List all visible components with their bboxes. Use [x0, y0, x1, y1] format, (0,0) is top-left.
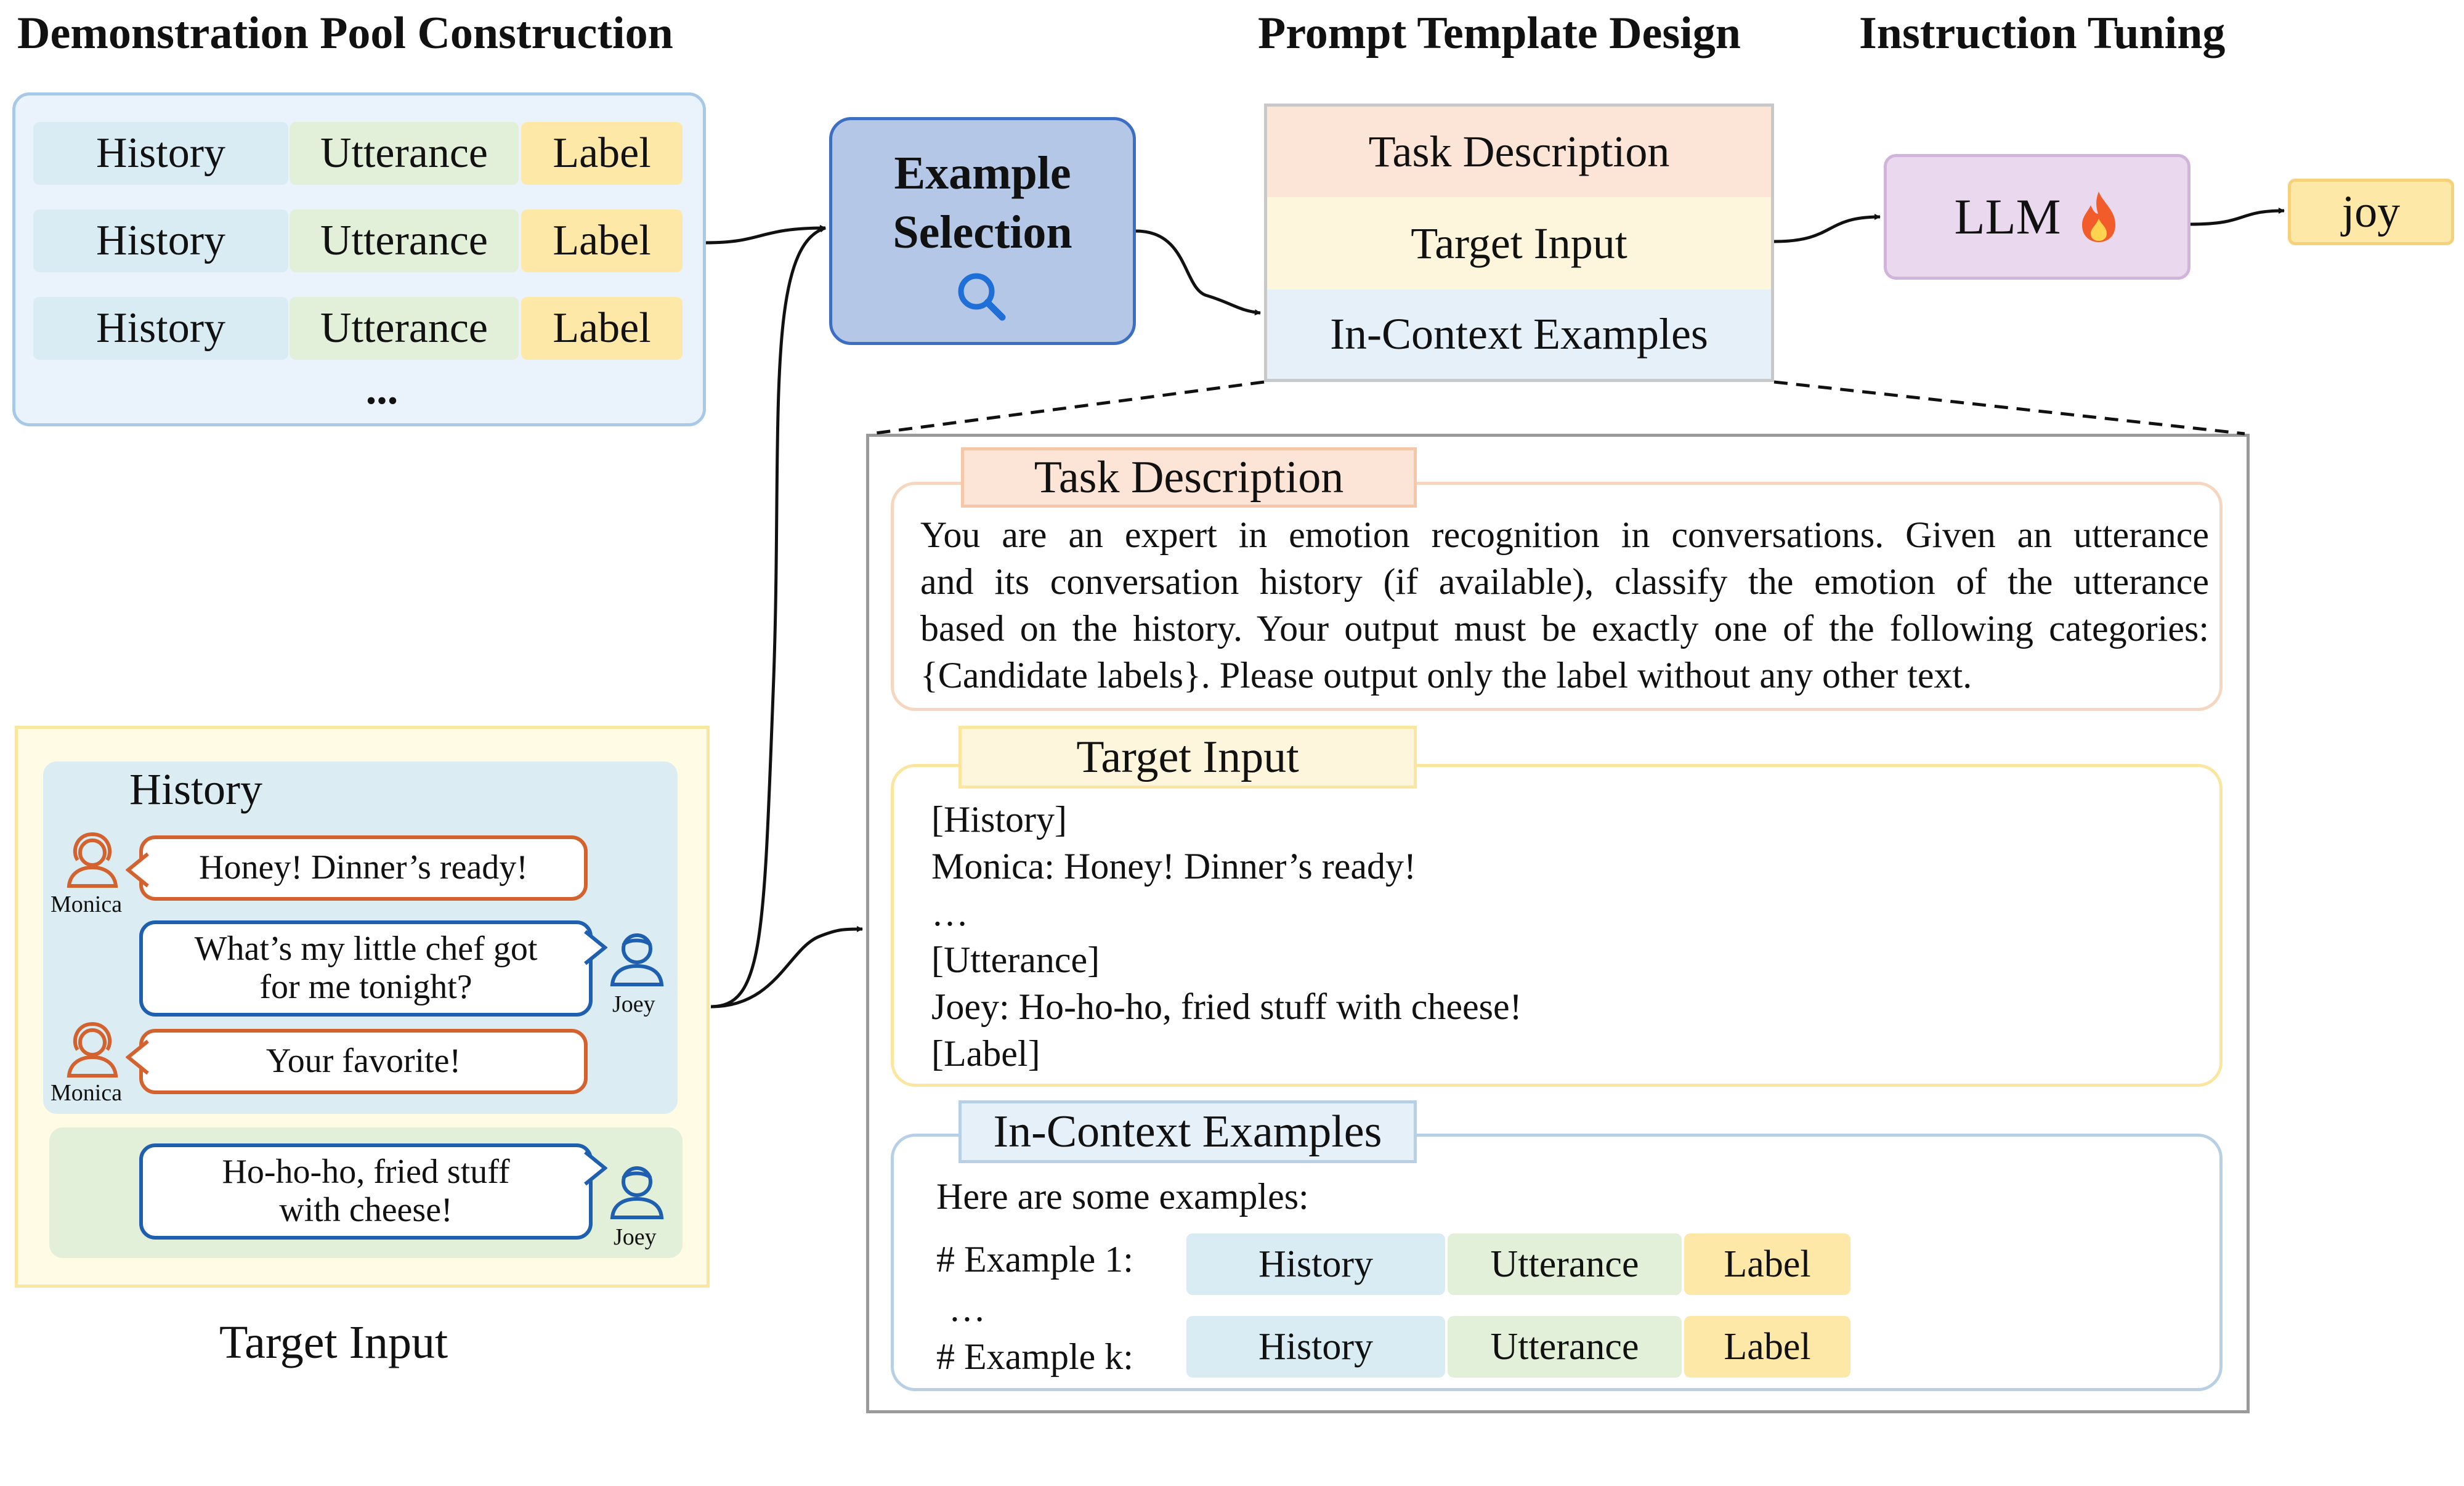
- task-description-line-1: You are an expert in emotion recognition…: [920, 514, 2209, 555]
- in-context-tab: In-Context Examples: [958, 1100, 1417, 1163]
- monica-avatar-icon: [67, 832, 118, 888]
- task-description-line-2: and its conversation history (if availab…: [920, 561, 2209, 602]
- target-input-line-4: [Utterance]: [931, 940, 1100, 980]
- arrow-target-to-selection: [710, 226, 826, 1009]
- message-2-text-line1: What’s my little chef got: [194, 930, 538, 968]
- prompt-detail-panel: [866, 434, 2250, 1413]
- message-2-bubble-tail: [584, 930, 607, 965]
- message-3-text: Your favorite!: [265, 1042, 461, 1081]
- example-k-name: # Example k:: [936, 1336, 1133, 1377]
- in-context-ellipsis: …: [949, 1288, 986, 1329]
- target-input-tab: Target Input: [958, 726, 1417, 789]
- prompt-task-description: Task Description: [1267, 107, 1771, 197]
- task-description-text: You are an expert in emotion recognition…: [920, 511, 2209, 699]
- history-area-title: History: [129, 765, 262, 814]
- joey-avatar-icon-2: [610, 1166, 664, 1219]
- target-input-text: [History] Monica: Honey! Dinner’s ready!…: [931, 796, 1522, 1077]
- task-description-section: [891, 482, 2223, 711]
- message-1-text: Honey! Dinner’s ready!: [199, 848, 528, 887]
- header-instruction-tuning: Instruction Tuning: [1859, 8, 2226, 59]
- header-demo-pool: Demonstration Pool Construction: [17, 8, 673, 59]
- target-input-line-3: …: [931, 893, 968, 933]
- example-1-utterance: Utterance: [1448, 1233, 1682, 1295]
- example-selection-line1: Example: [894, 147, 1071, 199]
- arrow-selection-to-prompt: [1135, 229, 1261, 315]
- message-1-speaker: Monica: [51, 891, 123, 917]
- target-input-line-5: Joey: Ho-ho-ho, fried stuff with cheese!: [931, 986, 1522, 1027]
- monica-avatar-icon-2: [67, 1021, 118, 1078]
- utterance-bubble: Ho-ho-ho, fried stuff with cheese!: [139, 1143, 593, 1240]
- demo-pool-label-2: Label: [521, 209, 683, 272]
- in-context-section: [891, 1134, 2223, 1391]
- task-description-line-4: {Candidate labels}. Please output only t…: [920, 655, 1972, 696]
- message-3-bubble: Your favorite!: [139, 1029, 588, 1094]
- demo-pool-ellipsis: ...: [365, 366, 399, 413]
- demo-pool-label-1: Label: [521, 122, 683, 185]
- demo-pool-history-1: History: [33, 122, 288, 185]
- flame-icon: [2081, 192, 2115, 242]
- llm-box: LLM: [1884, 154, 2190, 280]
- message-1-bubble-tail: [126, 852, 149, 888]
- search-icon: [958, 273, 1006, 321]
- task-description-tab: Task Description: [961, 447, 1417, 508]
- prompt-in-context-examples: In-Context Examples: [1267, 290, 1771, 379]
- target-input-section: [891, 764, 2223, 1087]
- zoom-line-right: [1773, 380, 2245, 436]
- message-2-bubble: What’s my little chef got for me tonight…: [139, 920, 593, 1017]
- prompt-template-box: [1264, 104, 1774, 382]
- demo-pool-utterance-3: Utterance: [290, 297, 519, 360]
- llm-output-label: joy: [2288, 179, 2454, 245]
- target-input-line-2: Monica: Honey! Dinner’s ready!: [931, 846, 1416, 887]
- demo-pool-label-3: Label: [521, 297, 683, 360]
- demo-pool-history-2: History: [33, 209, 288, 272]
- header-prompt-design: Prompt Template Design: [1258, 8, 1741, 59]
- demo-pool-utterance-2: Utterance: [290, 209, 519, 272]
- example-selection-line2: Selection: [893, 206, 1072, 258]
- example-k-label: Label: [1684, 1316, 1850, 1378]
- message-3-bubble-tail: [126, 1039, 149, 1075]
- example-1-history: History: [1186, 1233, 1445, 1295]
- example-1-label: Label: [1684, 1233, 1850, 1295]
- utterance-speaker: Joey: [614, 1224, 657, 1250]
- example-selection-box: Example Selection: [829, 117, 1136, 345]
- arrow-llm-to-output: [2190, 208, 2285, 226]
- arrow-target-to-detail: [710, 926, 863, 1009]
- zoom-line-left: [870, 380, 1265, 436]
- example-1-name: # Example 1:: [936, 1239, 1133, 1280]
- utterance-bubble-tail: [584, 1150, 607, 1186]
- in-context-intro: Here are some examples:: [936, 1176, 1309, 1217]
- prompt-target-input: Target Input: [1267, 197, 1771, 290]
- example-k-utterance: Utterance: [1448, 1316, 1682, 1378]
- demo-pool-utterance-1: Utterance: [290, 122, 519, 185]
- arrow-pool-to-selection: [705, 225, 826, 245]
- arrow-prompt-to-llm: [1773, 214, 1881, 243]
- message-3-speaker: Monica: [51, 1080, 123, 1106]
- target-input-line-1: [History]: [931, 799, 1067, 840]
- message-1-bubble: Honey! Dinner’s ready!: [139, 835, 588, 901]
- message-2-text-line2: for me tonight?: [259, 968, 472, 1006]
- llm-label: LLM: [1954, 189, 2061, 245]
- utterance-text-line2: with cheese!: [279, 1191, 453, 1229]
- message-2-speaker: Joey: [612, 991, 655, 1017]
- utterance-text-line1: Ho-ho-ho, fried stuff: [222, 1153, 510, 1192]
- target-input-caption: Target Input: [219, 1317, 448, 1368]
- joey-avatar-icon: [610, 933, 664, 986]
- demo-pool-history-3: History: [33, 297, 288, 360]
- task-description-line-3: based on the history. Your output must b…: [920, 608, 2209, 649]
- target-input-line-6: [Label]: [931, 1033, 1040, 1074]
- example-k-history: History: [1186, 1316, 1445, 1378]
